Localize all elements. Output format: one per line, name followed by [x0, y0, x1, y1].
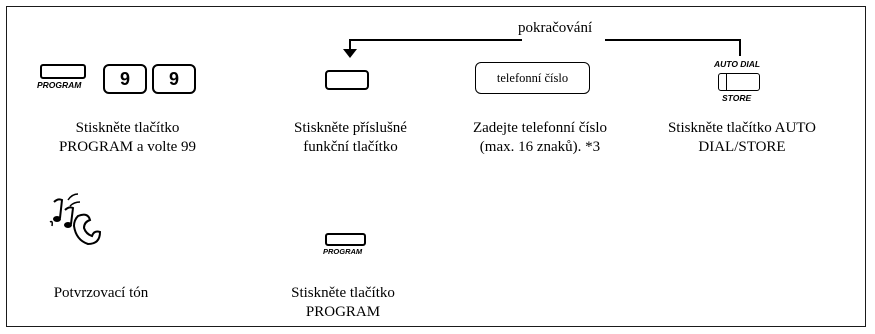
- program-key-label: PROGRAM: [37, 80, 82, 90]
- store-label: STORE: [722, 93, 752, 103]
- program-key: PROGRAM: [323, 233, 373, 259]
- step3-caption: Zadejte telefonní číslo (max. 16 znaků).…: [472, 120, 608, 155]
- program-key: PROGRAM: [37, 64, 97, 94]
- digit-key: 9: [152, 64, 196, 94]
- step1-caption: Stiskněte tlačítko PROGRAM a volte 99: [58, 120, 197, 155]
- ringing-phone-handset-icon: [49, 193, 102, 246]
- instruction-frame: [6, 6, 866, 327]
- step5-caption: Potvrzovací tón: [53, 285, 149, 301]
- phone-number-box: telefonní číslo: [475, 62, 590, 94]
- step6-caption: Stiskněte tlačítko PROGRAM: [291, 285, 395, 320]
- program-key-label: PROGRAM: [323, 247, 363, 256]
- step4-caption: Stiskněte tlačítko AUTO DIAL/STORE: [667, 120, 817, 155]
- continuation-label: pokračování: [512, 20, 599, 37]
- function-key: [325, 70, 369, 90]
- auto-dial-label: AUTO DIAL: [714, 59, 761, 69]
- step2-caption: Stiskněte příslušné funkční tlačítko: [294, 120, 407, 155]
- digit-key: 9: [103, 64, 147, 94]
